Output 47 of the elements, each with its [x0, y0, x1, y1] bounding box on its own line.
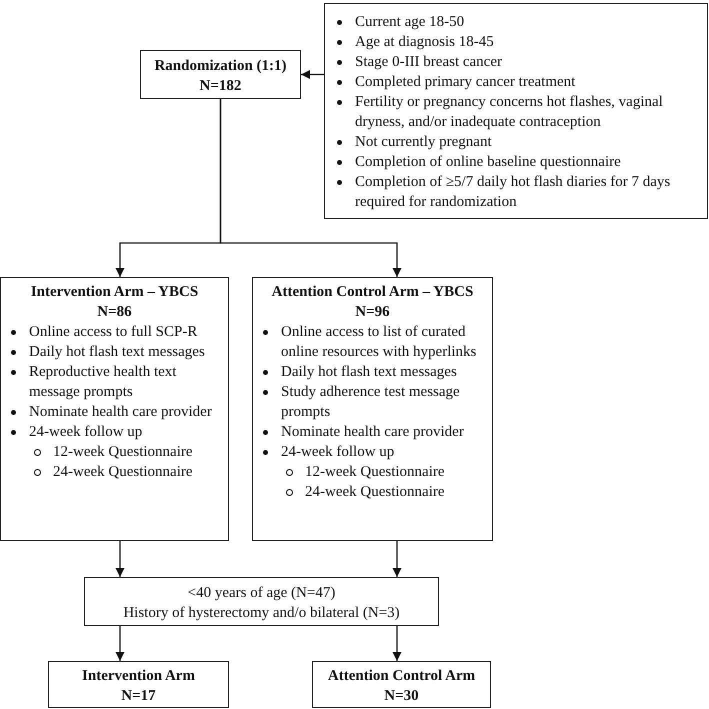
- bullet-item: 24-week follow up: [257, 442, 488, 462]
- process-box: [48, 661, 229, 708]
- box-heading: Intervention Arm – YBCS: [30, 283, 200, 302]
- box-heading: Randomization (1:1): [153, 57, 288, 76]
- process-box: [0, 277, 229, 541]
- bullet-item: Study adherence test message prompts: [257, 382, 488, 422]
- box-heading: N=86: [96, 303, 133, 322]
- bullet-item: 24-week follow up: [5, 422, 224, 442]
- arrow: [301, 70, 324, 79]
- bullet-item: 24-week Questionnaire: [257, 482, 488, 502]
- arrow: [116, 541, 124, 577]
- bullet-item: Stage 0-III breast cancer: [331, 52, 701, 72]
- arrow: [116, 626, 124, 661]
- box-heading: Attention Control Arm: [326, 667, 476, 686]
- bullet-item: Nominate health care provider: [5, 402, 224, 422]
- bullet-item: Daily hot flash text messages: [257, 362, 488, 382]
- bullet-item: Age at diagnosis 18-45: [331, 32, 701, 52]
- bullet-item: Completion of online baseline questionnaire: [331, 152, 701, 172]
- bullet-item: Online access to full SCP-R: [5, 322, 224, 342]
- box-heading: Intervention Arm: [81, 667, 196, 686]
- process-box: [140, 50, 301, 99]
- bullet-item: Reproductive health text message prompts: [5, 362, 224, 402]
- bullet-item: 24-week Questionnaire: [5, 462, 224, 482]
- box-text: <40 years of age (N=47): [186, 584, 336, 603]
- criteria-box: [324, 3, 708, 219]
- box-heading: Attention Control Arm – YBCS: [270, 283, 474, 302]
- box-heading: N=17: [120, 687, 157, 706]
- process-box: [84, 577, 439, 626]
- bullet-item: Completed primary cancer treatment: [331, 72, 701, 92]
- bullet-item: Completion of ≥5/7 daily hot flash diaries for 7 days required for randomization: [331, 172, 701, 212]
- box-heading: N=182: [198, 77, 242, 96]
- process-box: [252, 277, 493, 541]
- bullet-item: Daily hot flash text messages: [5, 342, 224, 362]
- bullet-item: Nominate health care provider: [257, 422, 488, 442]
- bullet-item: Online access to list of curated online resources with hyperlinks: [257, 322, 488, 362]
- bullet-item: Not currently pregnant: [331, 132, 701, 152]
- box-heading: N=30: [383, 687, 420, 706]
- box-heading: N=96: [354, 303, 391, 322]
- arrow: [392, 541, 402, 577]
- bullet-item: Fertility or pregnancy concerns hot flashes, vaginal dryness, and/or inadequate contraception: [331, 92, 701, 132]
- box-text: History of hysterectomy and/o bilateral (N=3): [122, 604, 401, 623]
- bullet-item: 12-week Questionnaire: [257, 462, 488, 482]
- bullet-item: Current age 18-50: [331, 12, 701, 32]
- arrow: [220, 99, 402, 277]
- process-box: [312, 661, 491, 708]
- bullet-item: 12-week Questionnaire: [5, 442, 224, 462]
- arrow: [392, 626, 402, 661]
